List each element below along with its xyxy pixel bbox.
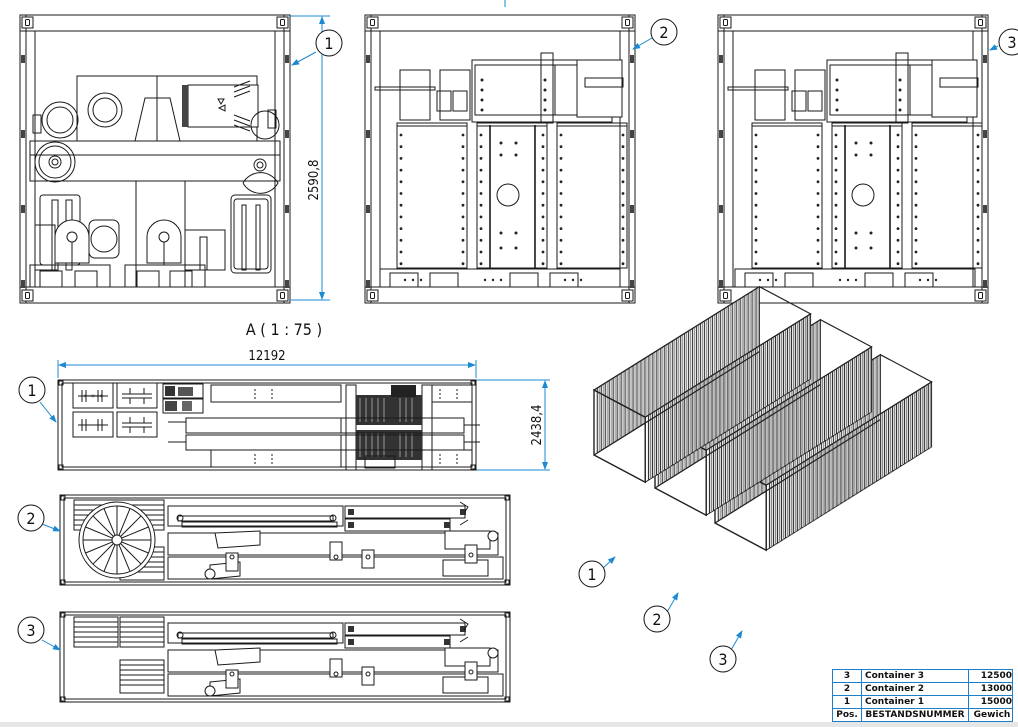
dimension-width-value: 2438,4 [530,405,545,446]
parts-list-table: 3 Container 3 12500 2 Container 2 13000 … [832,669,1013,722]
top-1-symbols [78,388,152,433]
parts-name: Container 1 [861,695,969,709]
front-2-bolts [399,133,625,282]
balloon-top-1: 1 [18,376,57,423]
top-2-wheel [78,501,156,579]
header-pos: Pos. [832,708,862,722]
balloon-label: 1 [587,565,596,584]
front-3-machinery [727,52,979,124]
parts-name: Container 2 [861,682,969,696]
balloon-label: 2 [652,610,661,629]
balloon-iso-1: 1 [578,556,616,588]
balloon-label: 1 [27,381,36,400]
parts-list-row: 2 Container 2 13000 [832,682,1013,696]
top-view-container-2 [59,494,511,586]
section-label: A ( 1 : 75 ) [246,320,322,339]
front-2-machinery [374,52,624,124]
header-name: BESTANDSNUMMER [861,708,969,722]
top-3-grates [73,616,165,694]
balloon-label: 2 [659,23,668,42]
balloon-top-3: 3 [17,616,61,651]
front-view-container-1 [20,15,290,303]
balloon-front-2: 2 [632,18,678,50]
parts-pos: 1 [832,695,862,709]
balloon-label: 3 [718,650,727,669]
isometric-view [592,285,933,552]
bottom-scrollbar[interactable] [0,722,1018,727]
top-view-container-1: 12192 2438,4 ꟷꟷ [57,349,550,471]
front-view-container-2 [365,15,635,303]
front-view-container-3 [718,15,988,303]
balloon-top-2: 2 [17,504,61,532]
front-3-bolts [754,133,980,282]
front-1-machinery [29,75,281,288]
parts-name: Container 3 [861,669,969,683]
balloon-label: 2 [26,509,35,528]
dimension-length-value: 12192 [248,349,285,364]
top-view-container-3 [59,611,511,703]
dimension-height: 2590,8 [290,15,330,301]
balloon-label: 3 [1007,33,1016,52]
balloon-front-3: 3 [989,28,1018,56]
front-2-panels [379,122,628,288]
balloon-front-1: 1 [291,29,343,66]
front-3-panels [734,122,983,288]
parts-list-row: 3 Container 3 12500 [832,669,1013,683]
parts-weight: 15000 [968,695,1013,709]
parts-pos: 2 [832,682,862,696]
header-weight: Gewich [968,708,1013,722]
parts-list-header: Pos. BESTANDSNUMMER Gewich [832,708,1013,722]
parts-pos: 3 [832,669,862,683]
parts-list-row: 1 Container 1 15000 [832,695,1013,709]
parts-weight: 12500 [968,669,1013,683]
iso-container-1 [592,285,812,484]
parts-weight: 13000 [968,682,1013,696]
dimension-height-value: 2590,8 [307,160,322,201]
balloon-iso-3: 3 [709,630,743,673]
balloon-label: 3 [26,621,35,640]
balloon-label: 1 [324,34,333,53]
balloon-iso-2: 2 [643,592,679,633]
